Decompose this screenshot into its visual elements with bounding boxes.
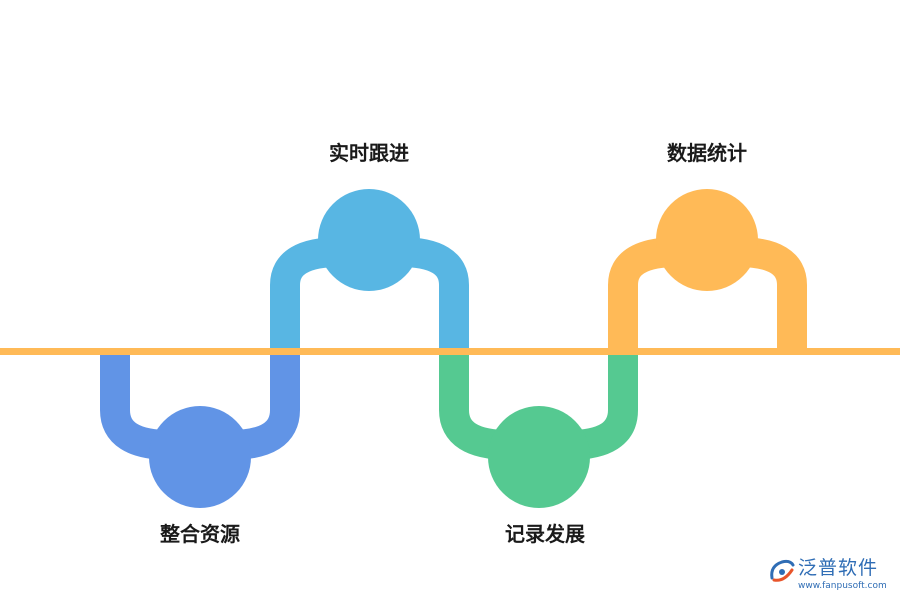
step-3-label: 记录发展 bbox=[505, 522, 585, 546]
timeline-line bbox=[0, 348, 900, 355]
watermark-logo: 泛普软件 www.fanpusoft.com bbox=[768, 552, 892, 596]
step-3-node bbox=[488, 406, 590, 508]
step-2-node bbox=[318, 189, 420, 291]
step-1-label: 整合资源 bbox=[159, 522, 240, 546]
step-4-node bbox=[656, 189, 758, 291]
step-2-label: 实时跟进 bbox=[329, 141, 409, 165]
watermark-brand-name: 泛普软件 bbox=[798, 557, 879, 579]
step-1-node bbox=[149, 406, 251, 508]
brand-mark-icon bbox=[770, 559, 795, 582]
watermark-url: www.fanpusoft.com bbox=[798, 581, 887, 591]
step-4-label: 数据统计 bbox=[667, 141, 747, 165]
